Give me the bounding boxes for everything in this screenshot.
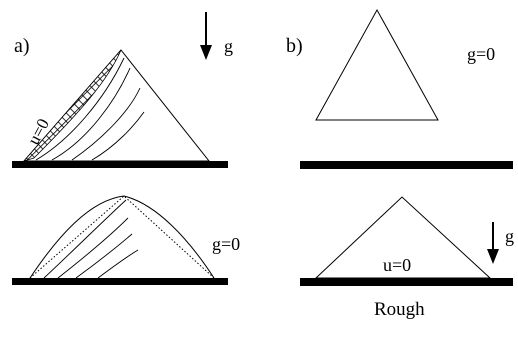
panel-a-bottom: g=0 xyxy=(12,195,240,285)
flow-line xyxy=(35,57,125,161)
gravity-label: g=0 xyxy=(212,234,240,254)
gravity-label: g xyxy=(224,36,233,56)
gravity-arrow-head xyxy=(487,249,499,264)
panel-a-label: a) xyxy=(14,35,30,57)
surface-label: Rough xyxy=(374,299,425,320)
panel-b-label: b) xyxy=(286,35,303,57)
flow-line xyxy=(75,233,133,279)
gravity-label: g=0 xyxy=(467,44,495,64)
flow-line xyxy=(71,87,141,161)
flow-line xyxy=(57,217,129,279)
flow-line xyxy=(91,111,145,161)
flow-line xyxy=(43,199,127,279)
gravity-arrow-head xyxy=(200,45,212,60)
panel-a-top: a) g u=0 xyxy=(12,12,233,168)
panel-b-top: b) g=0 xyxy=(286,8,513,169)
panel-b-bottom: g u=0 Rough xyxy=(300,196,514,320)
base-plate xyxy=(12,278,228,285)
base-plate xyxy=(300,161,513,169)
pile-triangle xyxy=(315,8,439,121)
gravity-label: g xyxy=(505,226,514,246)
hatched-boundary-layer xyxy=(22,49,122,162)
base-plate-rough xyxy=(300,278,513,286)
pile-triangle xyxy=(22,49,211,162)
base-plate xyxy=(12,161,228,168)
flow-line xyxy=(51,67,131,161)
curved-pile-outline xyxy=(29,195,215,279)
flow-line xyxy=(97,249,139,279)
boundary-condition-label: u=0 xyxy=(383,255,411,275)
